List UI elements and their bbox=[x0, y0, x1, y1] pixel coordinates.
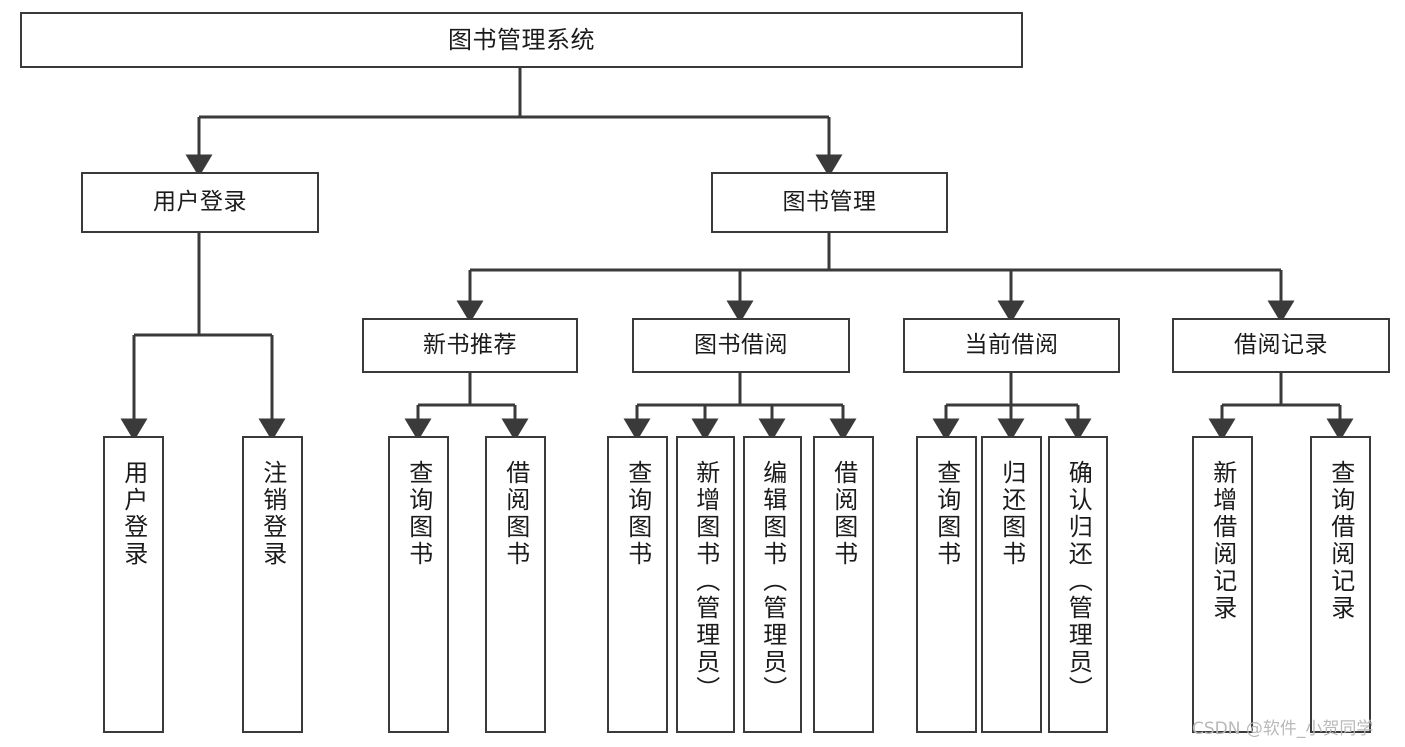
node-leaf-borrow-book-recommend-label: 借阅图书 bbox=[501, 460, 530, 568]
node-leaf-query-book-recommend-label: 查询图书 bbox=[404, 460, 433, 568]
node-leaf-borrow-book[interactable]: 借阅图书 bbox=[813, 436, 874, 733]
node-leaf-query-book-recommend[interactable]: 查询图书 bbox=[388, 436, 449, 733]
node-book-borrow[interactable]: 图书借阅 bbox=[632, 318, 850, 373]
node-leaf-user-logout-label: 注销登录 bbox=[258, 460, 287, 568]
node-book-manage-label: 图书管理 bbox=[782, 188, 877, 215]
node-leaf-edit-book-admin[interactable]: 编辑图书（管理员） bbox=[743, 436, 802, 733]
node-leaf-user-login-label: 用户登录 bbox=[119, 460, 148, 568]
node-leaf-user-login[interactable]: 用户登录 bbox=[103, 436, 164, 733]
node-new-book-recommend-label: 新书推荐 bbox=[423, 331, 517, 358]
node-current-borrow-label: 当前借阅 bbox=[964, 331, 1059, 358]
node-leaf-borrow-book-recommend[interactable]: 借阅图书 bbox=[485, 436, 546, 733]
node-leaf-query-book-current-label: 查询图书 bbox=[932, 460, 961, 568]
node-leaf-edit-book-admin-label: 编辑图书（管理员） bbox=[758, 460, 787, 703]
node-root-label: 图书管理系统 bbox=[448, 25, 595, 54]
node-leaf-add-book-admin[interactable]: 新增图书（管理员） bbox=[676, 436, 735, 733]
node-leaf-confirm-return-admin-label: 确认归还（管理员） bbox=[1064, 460, 1093, 703]
node-user-login-label: 用户登录 bbox=[153, 188, 247, 215]
node-leaf-add-borrow-record-label: 新增借阅记录 bbox=[1208, 460, 1237, 622]
node-leaf-return-book[interactable]: 归还图书 bbox=[981, 436, 1042, 733]
node-user-login[interactable]: 用户登录 bbox=[81, 172, 319, 233]
node-leaf-query-borrow-record-label: 查询借阅记录 bbox=[1326, 460, 1355, 622]
node-book-borrow-label: 图书借阅 bbox=[694, 331, 788, 358]
node-current-borrow[interactable]: 当前借阅 bbox=[903, 318, 1120, 373]
node-book-manage[interactable]: 图书管理 bbox=[711, 172, 948, 233]
node-borrow-record[interactable]: 借阅记录 bbox=[1172, 318, 1390, 373]
csdn-watermark: CSDN @软件_小贺同学 bbox=[1192, 719, 1374, 739]
node-root[interactable]: 图书管理系统 bbox=[20, 12, 1023, 68]
node-leaf-return-book-label: 归还图书 bbox=[997, 460, 1026, 568]
node-new-book-recommend[interactable]: 新书推荐 bbox=[362, 318, 578, 373]
node-leaf-query-book-borrow-label: 查询图书 bbox=[623, 460, 652, 568]
node-leaf-query-book-current[interactable]: 查询图书 bbox=[916, 436, 977, 733]
node-leaf-query-book-borrow[interactable]: 查询图书 bbox=[607, 436, 668, 733]
node-leaf-add-borrow-record[interactable]: 新增借阅记录 bbox=[1192, 436, 1253, 733]
node-leaf-query-borrow-record[interactable]: 查询借阅记录 bbox=[1310, 436, 1371, 733]
node-leaf-confirm-return-admin[interactable]: 确认归还（管理员） bbox=[1048, 436, 1108, 733]
node-leaf-borrow-book-label: 借阅图书 bbox=[829, 460, 858, 568]
node-leaf-add-book-admin-label: 新增图书（管理员） bbox=[691, 460, 720, 703]
node-leaf-user-logout[interactable]: 注销登录 bbox=[242, 436, 303, 733]
node-borrow-record-label: 借阅记录 bbox=[1234, 331, 1328, 358]
